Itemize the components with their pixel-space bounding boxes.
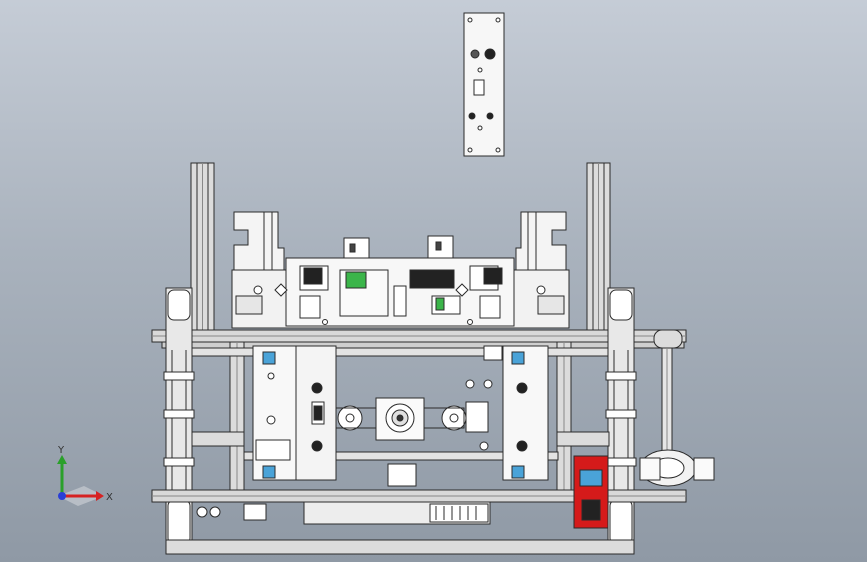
right-frame-column[interactable] bbox=[605, 287, 637, 551]
z-axis-dot bbox=[58, 492, 66, 500]
center-drive-module[interactable] bbox=[335, 397, 489, 451]
left-frame-column[interactable] bbox=[163, 287, 195, 551]
red-control-box[interactable] bbox=[573, 455, 609, 529]
y-axis-arrowhead bbox=[57, 455, 67, 464]
x-axis-arrowhead bbox=[96, 491, 104, 501]
right-drive-arm[interactable] bbox=[639, 329, 715, 487]
upper-carriage[interactable] bbox=[231, 211, 570, 329]
coordinate-triad: X Y bbox=[57, 445, 113, 506]
right-lift-plate[interactable] bbox=[465, 345, 549, 481]
machine-assembly[interactable] bbox=[151, 12, 715, 555]
floating-mount-plate[interactable] bbox=[463, 12, 505, 157]
inner-uprights[interactable] bbox=[191, 341, 610, 493]
x-axis-label: X bbox=[106, 492, 113, 503]
left-upright-extrusion[interactable] bbox=[190, 162, 215, 331]
middle-cross-bars[interactable] bbox=[191, 347, 609, 461]
y-axis-label: Y bbox=[57, 445, 65, 456]
right-upright-extrusion[interactable] bbox=[586, 162, 611, 331]
left-lift-plate[interactable] bbox=[252, 345, 337, 481]
base-frame[interactable] bbox=[165, 463, 635, 555]
